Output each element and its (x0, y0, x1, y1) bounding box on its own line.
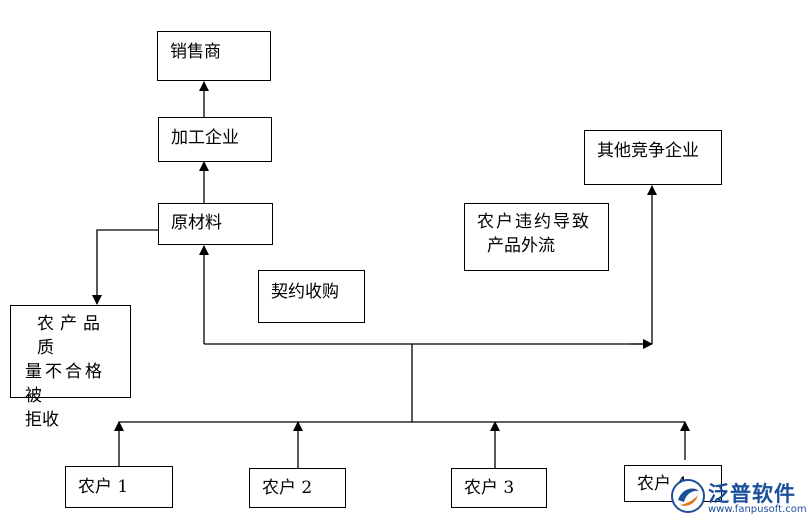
fanpu-logo-name: 泛普软件 (708, 482, 796, 506)
fanpu-logo: 泛普软件 www.fanpusoft.com (668, 476, 807, 521)
fanpu-logo-icon (671, 479, 705, 513)
arrow-material-to-rejected (92, 229, 160, 305)
node-farmer-1: 农户 1 (65, 466, 173, 508)
node-contract: 契约收购 (258, 270, 365, 323)
node-farmer-3: 农户 3 (451, 468, 547, 508)
node-violation-line-1: 农户违约导致 (477, 212, 591, 232)
node-violation: 农户违约导致 产品外流 (464, 203, 609, 271)
node-contract-label: 契约收购 (271, 282, 339, 302)
node-rejected-line-2: 量不合格被 (25, 362, 105, 406)
node-rejected: 农产品质 量不合格被 拒收 (10, 305, 131, 430)
fanpu-logo-url: www.fanpusoft.com (708, 504, 807, 515)
node-seller-label: 销售商 (170, 42, 221, 62)
node-farmer-2-label: 农户 2 (262, 478, 313, 498)
node-raw-material-label: 原材料 (171, 213, 222, 233)
node-processor-label: 加工企业 (171, 128, 239, 148)
node-raw-material: 原材料 (158, 203, 273, 245)
node-farmer-3-label: 农户 3 (464, 478, 515, 498)
node-competitor: 其他竞争企业 (584, 130, 722, 185)
node-seller: 销售商 (157, 31, 271, 81)
node-competitor-label: 其他竞争企业 (597, 141, 699, 161)
node-rejected-line-1: 农产品质 (37, 314, 106, 358)
node-farmer-2: 农户 2 (249, 468, 346, 508)
node-violation-line-2: 产品外流 (487, 236, 555, 256)
node-processor: 加工企业 (158, 117, 272, 162)
node-rejected-line-3: 拒收 (25, 410, 59, 430)
node-farmer-1-label: 农户 1 (78, 477, 129, 497)
